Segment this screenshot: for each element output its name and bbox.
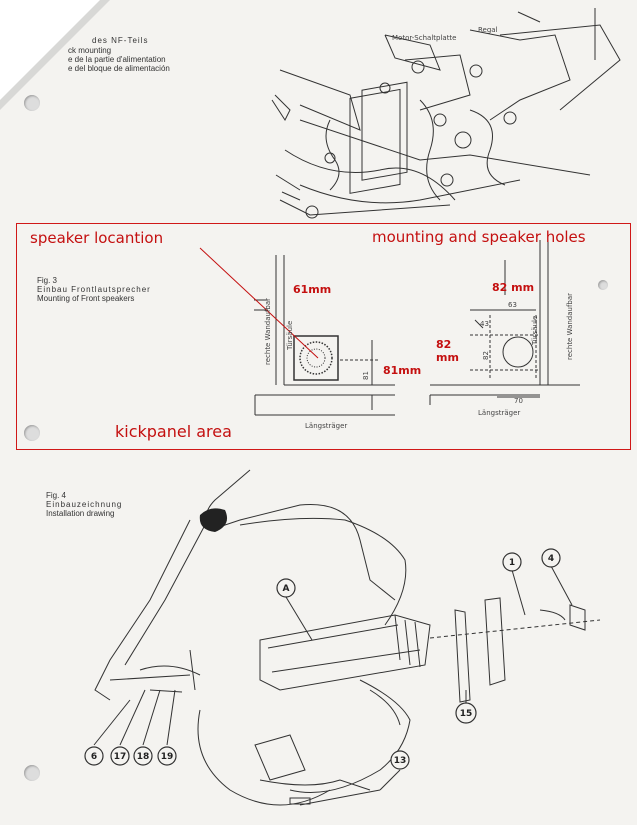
fig4-title-en: Installation drawing [46,509,115,518]
binder-hole [24,765,40,781]
front-speaker-right-drawing [429,240,580,405]
dim-61mm: 61mm [293,283,332,296]
front-speaker-left-drawing [254,255,395,416]
dim-82mm-top: 82 mm [492,281,535,294]
callout-circles [84,548,561,770]
regal-label: Regal [478,26,498,34]
callout-15: 15 [460,709,473,719]
callout-18: 18 [137,752,150,762]
dim-label: 70 [514,397,523,405]
right-sill-label: Längsträger [478,409,520,417]
fig3-title-de: Einbau Frontlautsprecher [37,285,151,294]
top-caption-line: des NF-Teils [92,36,149,45]
binder-hole [598,280,608,290]
dim-label: 82 [482,351,490,360]
left-door-pillar-label: Türsäule [286,321,294,351]
dim-label: 63 [508,301,517,309]
fig4-title-de: Einbauzeichnung [46,500,123,509]
page-fold-corner [0,0,100,100]
dim-81mm: 81mm [383,364,422,377]
top-caption-line: e del bloque de alimentación [68,64,170,73]
callout-6: 6 [91,752,97,762]
callout-19: 19 [161,752,174,762]
callout-17: 17 [114,752,127,762]
kickpanel-annotation: kickpanel area [115,422,232,441]
callout-1: 1 [509,558,515,568]
fig3-number: Fig. 3 [37,276,58,285]
top-caption-line: ck mounting [68,46,112,55]
dim-mm-side: mm [436,351,459,364]
installation-drawing [93,469,601,806]
annotation-box [16,223,631,450]
right-door-pillar-label: Türsäule [531,316,539,346]
speaker-pointer-line [199,247,319,359]
left-wall-label: rechte Wandaufbar [264,298,272,365]
power-unit-drawing [271,8,621,219]
binder-hole [24,95,40,111]
right-wall-label: rechte Wandaufbar [566,293,574,360]
callout-a: A [283,584,290,594]
top-caption-line: e de la partie d'alimentation [68,55,166,64]
grommet-shape [199,508,228,532]
speaker-location-annotation: speaker locantion [30,229,164,247]
dim-label: 81 [362,371,370,380]
mounting-holes-annotation: mounting and speaker holes [372,228,586,246]
dim-82-side: 82 [436,338,452,351]
callout-13: 13 [394,756,407,766]
fig4-number: Fig. 4 [46,491,67,500]
callout-4: 4 [548,554,554,564]
motor-label: Motor-Schaltplatte [392,34,457,42]
binder-hole [24,425,40,441]
fig3-title-en: Mounting of Front speakers [37,294,135,303]
dim-label: 43 [480,320,489,328]
left-sill-label: Längsträger [305,422,347,430]
